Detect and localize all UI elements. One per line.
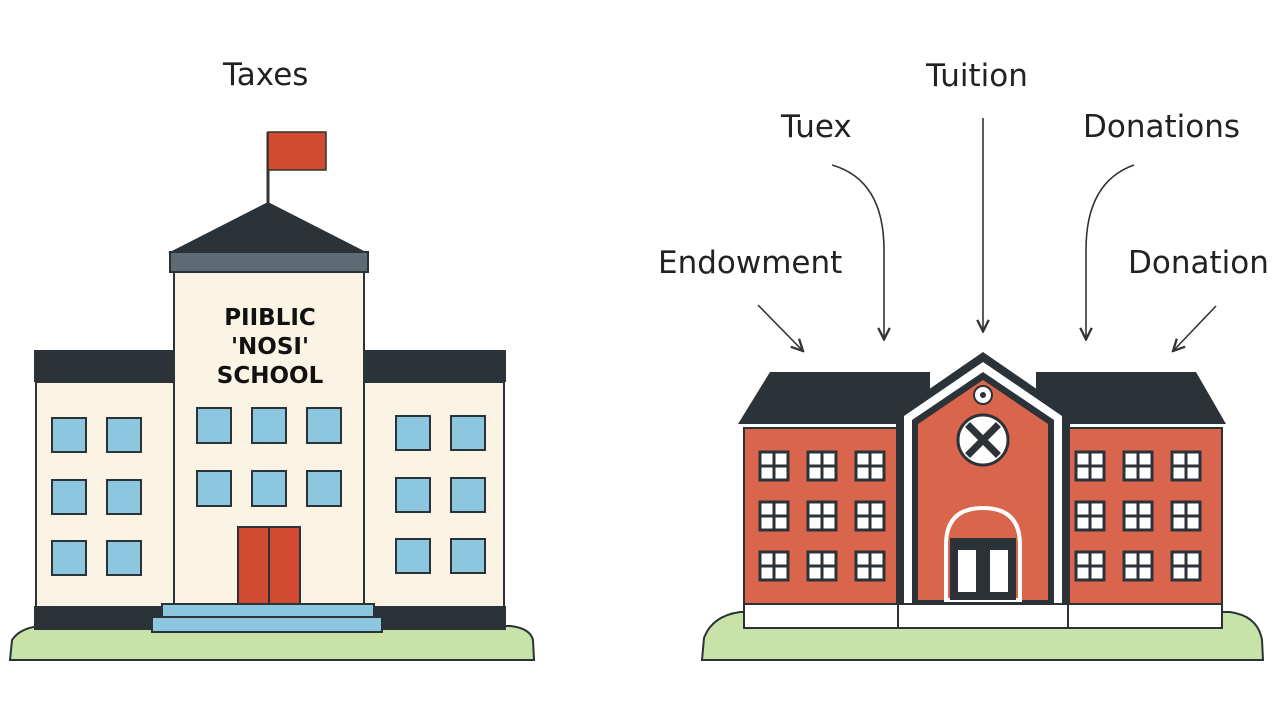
sign-line-2: 'NOSI' (230, 334, 309, 360)
funding-arrows (757, 118, 1217, 350)
step-upper (161, 603, 375, 618)
sign-line-3: SCHOOL (216, 363, 324, 389)
window (196, 470, 232, 507)
private-windows (758, 450, 1202, 582)
window (306, 470, 342, 507)
window (106, 417, 142, 453)
window (51, 479, 87, 515)
window (51, 540, 87, 576)
left-wing-roof (34, 350, 176, 382)
right-wing-roof (362, 350, 506, 382)
window (395, 415, 431, 451)
door-panel-left (958, 550, 976, 592)
small-roundel-center (980, 392, 986, 398)
label-tuex: Tuex (781, 109, 852, 145)
window (306, 407, 342, 444)
window (450, 415, 486, 451)
sign-line-1: PIIBLIC (224, 305, 316, 331)
private-school-building (700, 352, 1265, 661)
arrow-donations (1086, 164, 1135, 338)
window (395, 477, 431, 513)
arrow-endowment (757, 304, 802, 350)
window (251, 407, 287, 444)
right-wing-roof (1036, 372, 1226, 424)
flag (267, 131, 327, 171)
door-panel-right (990, 550, 1008, 592)
tower-roof (168, 202, 368, 253)
public-school-building (8, 131, 536, 661)
crest-cross (965, 422, 1001, 458)
window (51, 417, 87, 453)
arrow-donation (1174, 305, 1217, 350)
label-donation: Donation (1128, 245, 1269, 281)
label-tuition: Tuition (926, 58, 1028, 94)
window (251, 470, 287, 507)
window (106, 479, 142, 515)
label-donations: Donations (1083, 109, 1241, 145)
public-ground-patch (8, 625, 536, 661)
window (106, 540, 142, 576)
window (450, 538, 486, 574)
window (450, 477, 486, 513)
label-taxes: Taxes (223, 57, 309, 93)
label-endowment: Endowment (658, 245, 843, 281)
step-lower (151, 616, 383, 633)
tower-cornice (169, 251, 369, 273)
window (395, 538, 431, 574)
left-wing-roof (738, 372, 930, 424)
arrow-tuex (831, 164, 884, 338)
window (196, 407, 232, 444)
private-base (743, 603, 1223, 629)
public-windows (51, 407, 486, 576)
